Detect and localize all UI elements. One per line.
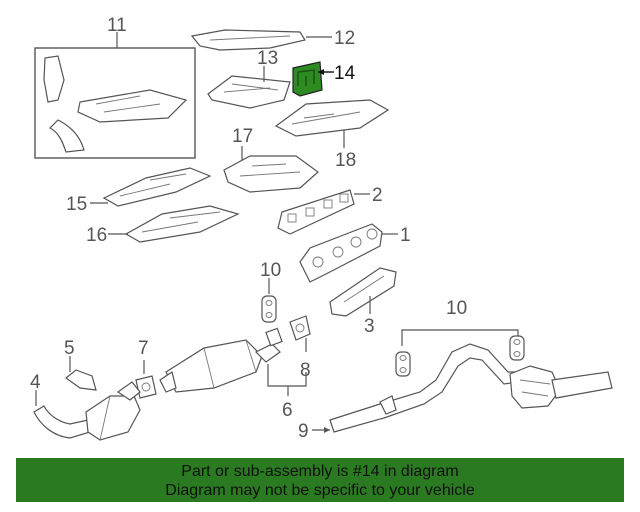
callout-18: 18 — [335, 150, 356, 171]
part-1: 1 — [299, 223, 411, 283]
part-16: 16 — [86, 205, 240, 246]
callout-13: 13 — [257, 48, 278, 69]
part-11-inset: 11 — [34, 15, 196, 159]
catalytic-converter-center — [159, 327, 283, 393]
callout-bracket-6-8: 8 6 — [267, 338, 311, 421]
callout-bracket-10-right: 10 — [395, 298, 525, 377]
callout-7: 7 — [138, 338, 149, 359]
callout-4: 4 — [30, 372, 41, 393]
part-12: 12 — [190, 28, 355, 51]
part-7: 7 — [135, 338, 157, 399]
banner-line-2: Diagram may not be specific to your vehi… — [165, 482, 475, 499]
part-10-left: 10 — [260, 260, 281, 323]
callout-14: 14 — [334, 63, 356, 84]
part-5: 5 — [64, 338, 97, 391]
callout-10-left: 10 — [260, 260, 281, 281]
part-8 — [289, 315, 311, 341]
callout-16: 16 — [86, 225, 107, 246]
parts-diagram: 11 12 13 14 18 17 15 — [30, 15, 613, 442]
callout-3: 3 — [364, 316, 375, 337]
callout-2: 2 — [372, 185, 383, 206]
callout-9: 9 — [298, 421, 309, 442]
part-9: 9 — [298, 343, 613, 442]
part-15: 15 — [66, 167, 212, 215]
part-13: 13 — [207, 48, 291, 109]
callout-12: 12 — [334, 28, 355, 49]
callout-6: 6 — [282, 400, 293, 421]
banner-line-1: Part or sub-assembly is #14 in diagram — [181, 463, 459, 480]
part-4: 4 — [30, 372, 141, 441]
callout-8: 8 — [300, 360, 311, 381]
callout-10-right: 10 — [446, 298, 467, 319]
part-18: 18 — [274, 99, 390, 171]
part-3: 3 — [329, 267, 397, 337]
part-17: 17 — [223, 126, 319, 193]
callout-1: 1 — [400, 225, 411, 246]
info-banner: Part or sub-assembly is #14 in diagram D… — [16, 458, 624, 502]
callout-11: 11 — [107, 15, 127, 36]
callout-15: 15 — [66, 194, 87, 215]
part-2: 2 — [277, 185, 383, 235]
callout-17: 17 — [232, 126, 253, 147]
callout-5: 5 — [64, 338, 75, 359]
part-14-highlighted: 14 — [292, 61, 356, 97]
